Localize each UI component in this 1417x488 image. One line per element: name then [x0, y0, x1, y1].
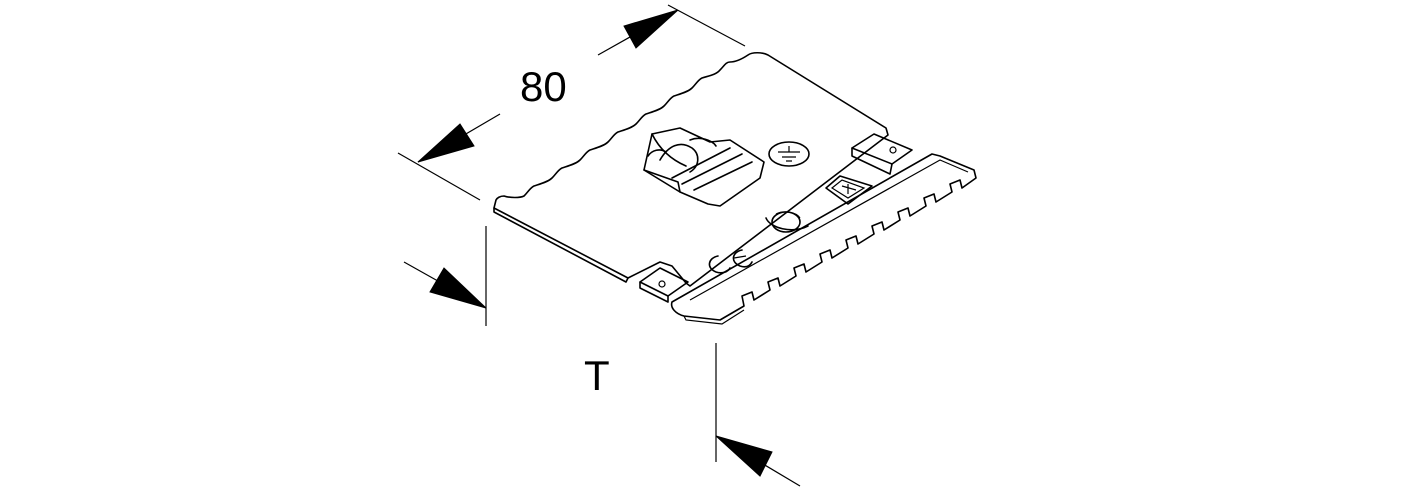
serrated-strip — [670, 153, 977, 321]
plate-outline — [493, 51, 889, 287]
dimension-arrow-left — [417, 123, 475, 163]
warning-triangle-icon — [825, 175, 873, 205]
ground-symbol-icon — [768, 141, 810, 167]
left-tab — [639, 267, 689, 297]
thickness-arrow-right — [715, 435, 773, 477]
dimension-thickness: T — [403, 226, 801, 487]
clip-icon — [643, 127, 765, 207]
thickness-arrow-left — [429, 267, 487, 309]
connector-plate — [493, 51, 977, 325]
dimension-width: 80 — [397, 4, 746, 201]
globe-icon — [765, 211, 809, 233]
right-tab — [851, 133, 913, 165]
dimension-arrow-right — [623, 9, 679, 49]
dimension-width-label: 80 — [520, 63, 567, 110]
ce-mark-icon — [708, 249, 753, 274]
dimension-thickness-label: T — [584, 352, 610, 399]
